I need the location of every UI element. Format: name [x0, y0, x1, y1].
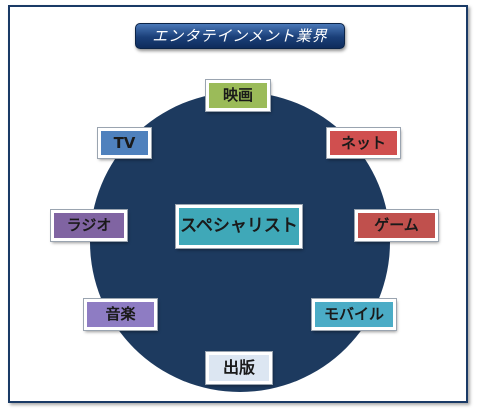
node-radio: ラジオ [51, 210, 127, 241]
node-publishing: 出版 [206, 352, 272, 384]
node-mobile: モバイル [312, 299, 396, 330]
diagram-title: エンタテインメント業界 [135, 23, 345, 49]
node-music: 音楽 [84, 299, 157, 330]
node-specialist: スペシャリスト [176, 205, 302, 248]
node-movie: 映画 [206, 80, 270, 111]
node-net: ネット [327, 128, 400, 158]
node-game: ゲーム [355, 210, 438, 241]
node-tv: TV [98, 128, 151, 158]
